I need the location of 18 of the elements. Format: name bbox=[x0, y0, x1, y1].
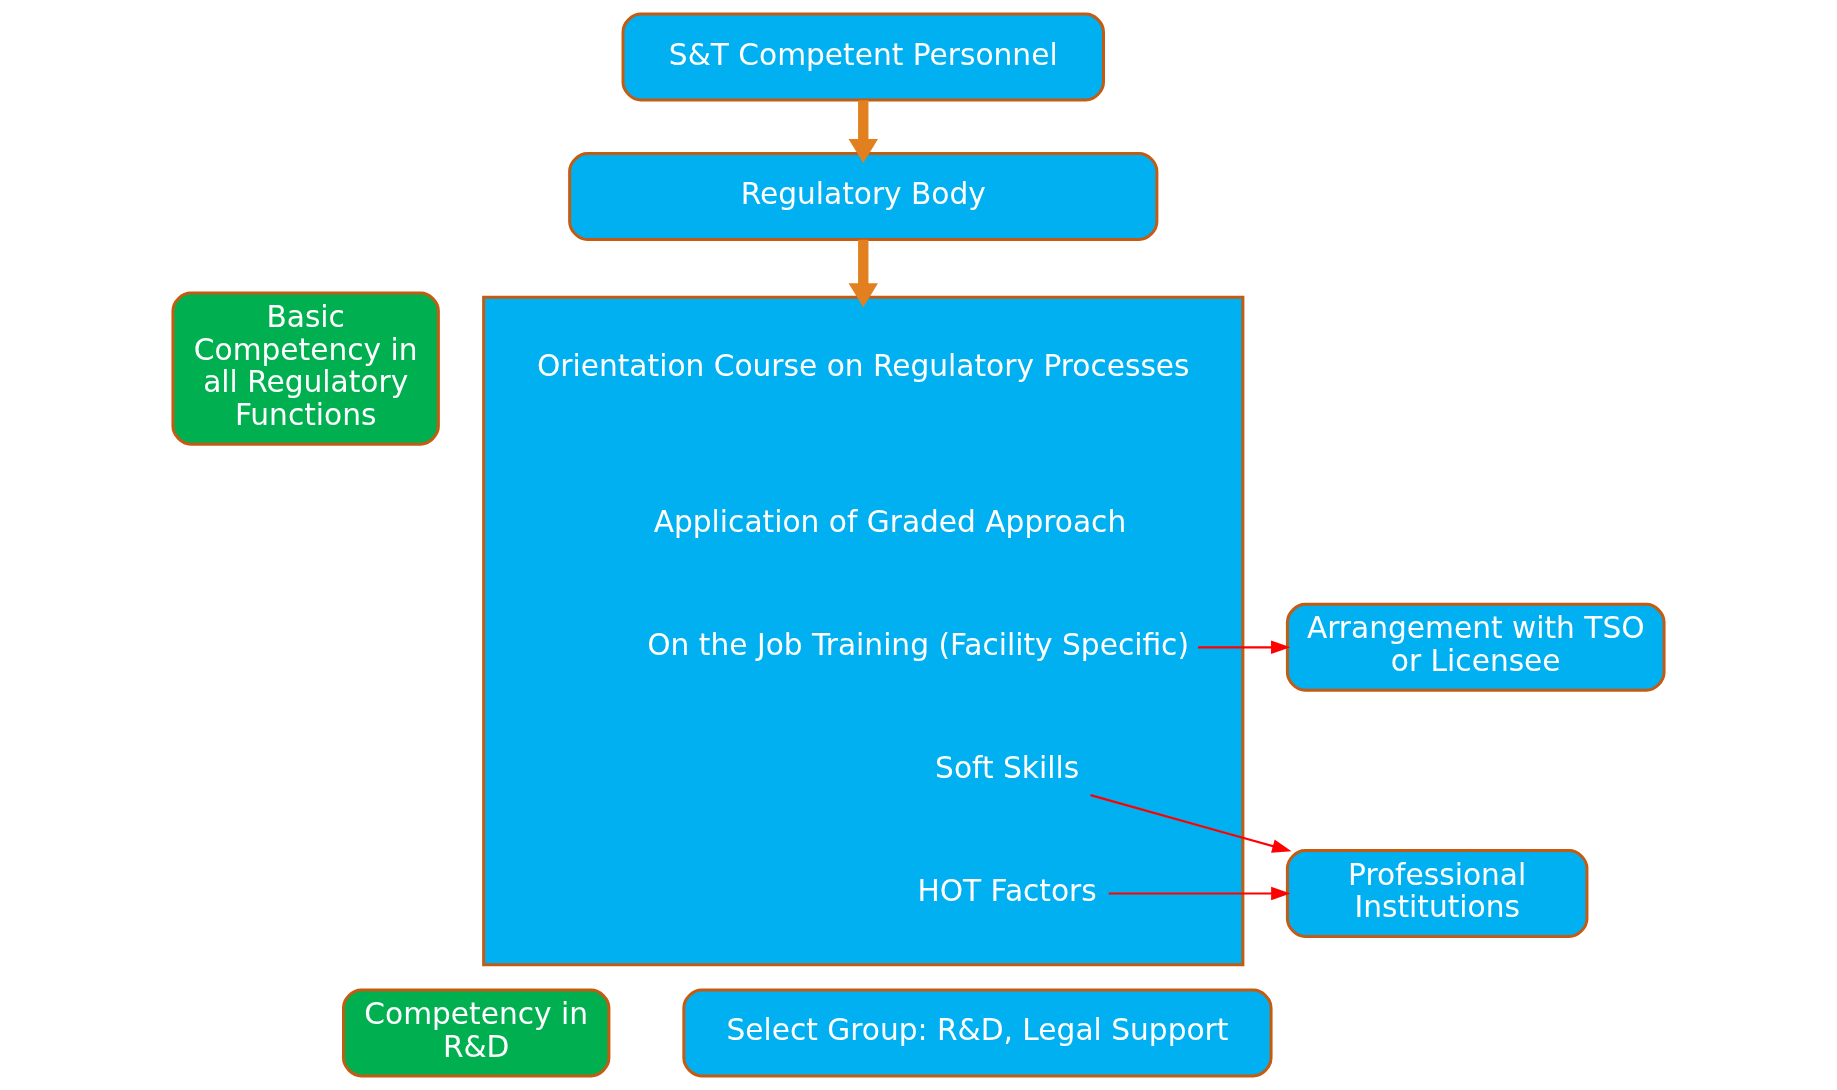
node-text: On the Job Training (Facility Specific) bbox=[647, 626, 1189, 662]
node-box: S&T Competent Personnel bbox=[621, 12, 1105, 102]
arrow bbox=[848, 100, 878, 164]
node-box: Professional Institutions bbox=[1285, 849, 1589, 938]
node-text: Application of Graded Approach bbox=[653, 503, 1127, 539]
node-text: Soft Skills bbox=[935, 749, 1080, 785]
arrow bbox=[848, 239, 878, 308]
node-text: HOT Factors bbox=[917, 872, 1097, 908]
node-box: Regulatory Body bbox=[568, 152, 1159, 241]
node-box: Arrangement with TSO or Licensee bbox=[1285, 602, 1666, 692]
node-box: Basic Competency in all Regulatory Functions bbox=[171, 291, 440, 446]
node-box: Competency in R&D bbox=[342, 988, 611, 1078]
arrow bbox=[1090, 794, 1292, 853]
arrow bbox=[1198, 640, 1291, 655]
node-text: Orientation Course on Regulatory Processes bbox=[536, 347, 1190, 383]
arrow bbox=[1108, 886, 1291, 901]
node-box: Select Group: R&D, Legal Support bbox=[682, 988, 1273, 1078]
cluster bbox=[482, 295, 1245, 967]
